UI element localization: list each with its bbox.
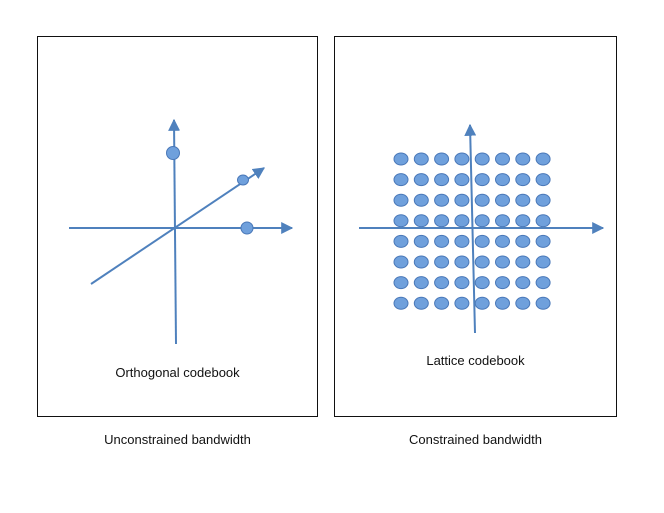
diagonal-axis <box>90 167 265 285</box>
lattice-point <box>393 152 409 166</box>
lattice-point <box>434 276 450 290</box>
lattice-point <box>434 296 450 310</box>
lattice-point <box>413 173 429 187</box>
orthogonal-codebook-panel: Orthogonal codebook <box>37 36 318 417</box>
lattice-point <box>434 234 450 248</box>
constrained-bandwidth-caption: Constrained bandwidth <box>409 432 542 447</box>
lattice-point <box>495 296 510 310</box>
lattice-point <box>474 296 490 310</box>
lattice-point <box>535 296 551 310</box>
lattice-point <box>454 296 470 310</box>
lattice-point <box>413 255 429 269</box>
lattice-point <box>393 276 409 290</box>
lattice-point <box>413 193 429 207</box>
unconstrained-bandwidth-caption: Unconstrained bandwidth <box>104 432 251 447</box>
lattice-point <box>474 214 490 228</box>
lattice-point <box>454 173 470 187</box>
codeword-point-horizontal <box>240 221 254 235</box>
lattice-point <box>454 276 470 290</box>
lattice-point <box>393 173 409 187</box>
lattice-point <box>535 276 551 290</box>
lattice-point <box>434 152 450 166</box>
lattice-point <box>515 234 531 248</box>
lattice-point <box>434 255 450 269</box>
orthogonal-codebook-label: Orthogonal codebook <box>115 365 240 380</box>
lattice-point <box>515 173 531 187</box>
lattice-point <box>454 214 470 228</box>
lattice-point <box>495 173 510 187</box>
lattice-point <box>535 234 551 248</box>
lattice-point <box>454 193 470 207</box>
lattice-point <box>393 296 409 310</box>
codeword-point-vertical <box>166 146 180 160</box>
lattice-point <box>535 255 551 269</box>
lattice-diagram <box>359 123 605 334</box>
lattice-point <box>393 255 409 269</box>
lattice-points-group <box>393 152 551 310</box>
lattice-point <box>393 193 409 207</box>
lattice-point <box>495 152 510 166</box>
lattice-point <box>495 193 510 207</box>
lattice-point <box>515 193 531 207</box>
lattice-point <box>454 255 470 269</box>
lattice-point <box>535 193 551 207</box>
lattice-point <box>413 276 429 290</box>
lattice-point <box>474 152 490 166</box>
lattice-point <box>535 173 551 187</box>
lattice-point <box>393 234 409 248</box>
lattice-point <box>535 152 551 166</box>
lattice-point <box>434 173 450 187</box>
lattice-codebook-label: Lattice codebook <box>426 353 525 368</box>
lattice-point <box>495 276 510 290</box>
codeword-point-diagonal <box>237 174 249 186</box>
lattice-point <box>515 296 531 310</box>
lattice-point <box>474 173 490 187</box>
lattice-point <box>413 296 429 310</box>
lattice-point <box>474 193 490 207</box>
lattice-point <box>393 214 409 228</box>
lattice-point <box>454 234 470 248</box>
lattice-codebook-panel: Lattice codebook <box>334 36 617 417</box>
orthogonal-axes-diagram <box>69 118 294 345</box>
lattice-point <box>515 276 531 290</box>
lattice-point <box>434 193 450 207</box>
lattice-point <box>515 214 531 228</box>
lattice-point <box>515 255 531 269</box>
lattice-point <box>454 152 470 166</box>
lattice-point <box>535 214 551 228</box>
lattice-point <box>495 255 510 269</box>
lattice-point <box>413 234 429 248</box>
lattice-point <box>474 276 490 290</box>
lattice-point <box>495 234 510 248</box>
lattice-point <box>495 214 510 228</box>
lattice-point <box>434 214 450 228</box>
lattice-point <box>413 214 429 228</box>
lattice-point <box>474 234 490 248</box>
lattice-point <box>474 255 490 269</box>
lattice-point <box>413 152 429 166</box>
lattice-point <box>515 152 531 166</box>
